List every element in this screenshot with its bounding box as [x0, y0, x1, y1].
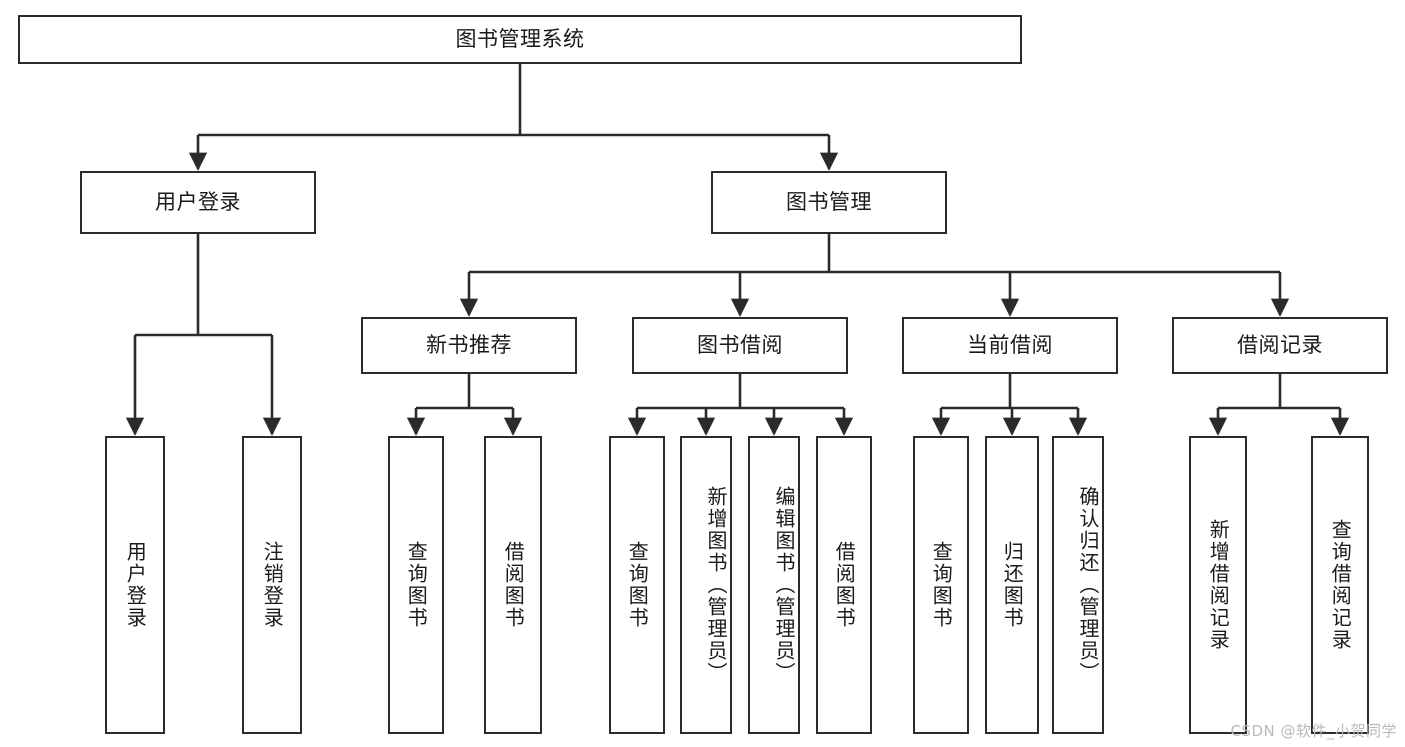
node-root[interactable]: 图书管理系统: [18, 15, 1022, 64]
node-leaf-borrow-book[interactable]: 借阅图书: [816, 436, 872, 734]
node-leaf-query-book-current[interactable]: 查询图书: [913, 436, 969, 734]
node-leaf-logout-login[interactable]: 注销登录: [242, 436, 302, 734]
node-leaf-query-book-recommend[interactable]: 查询图书: [388, 436, 444, 734]
node-leaf-return-book[interactable]: 归还图书: [985, 436, 1039, 734]
node-new-book-recommend[interactable]: 新书推荐: [361, 317, 577, 374]
node-leaf-add-book-admin[interactable]: 新增图书（管理员）: [680, 436, 732, 734]
node-leaf-query-borrow-record[interactable]: 查询借阅记录: [1311, 436, 1369, 734]
node-leaf-borrow-book-recommend[interactable]: 借阅图书: [484, 436, 542, 734]
node-leaf-confirm-return-admin[interactable]: 确认归还（管理员）: [1052, 436, 1104, 734]
node-leaf-user-login[interactable]: 用户登录: [105, 436, 165, 734]
csdn-watermark: CSDN @软件_小贺同学: [1230, 722, 1397, 740]
node-leaf-query-book-borrow[interactable]: 查询图书: [609, 436, 665, 734]
node-leaf-edit-book-admin[interactable]: 编辑图书（管理员）: [748, 436, 800, 734]
node-current-borrow[interactable]: 当前借阅: [902, 317, 1118, 374]
node-borrow-record[interactable]: 借阅记录: [1172, 317, 1388, 374]
node-leaf-add-borrow-record[interactable]: 新增借阅记录: [1189, 436, 1247, 734]
node-book-borrow[interactable]: 图书借阅: [632, 317, 848, 374]
node-book-manage[interactable]: 图书管理: [711, 171, 947, 234]
node-user-login[interactable]: 用户登录: [80, 171, 316, 234]
